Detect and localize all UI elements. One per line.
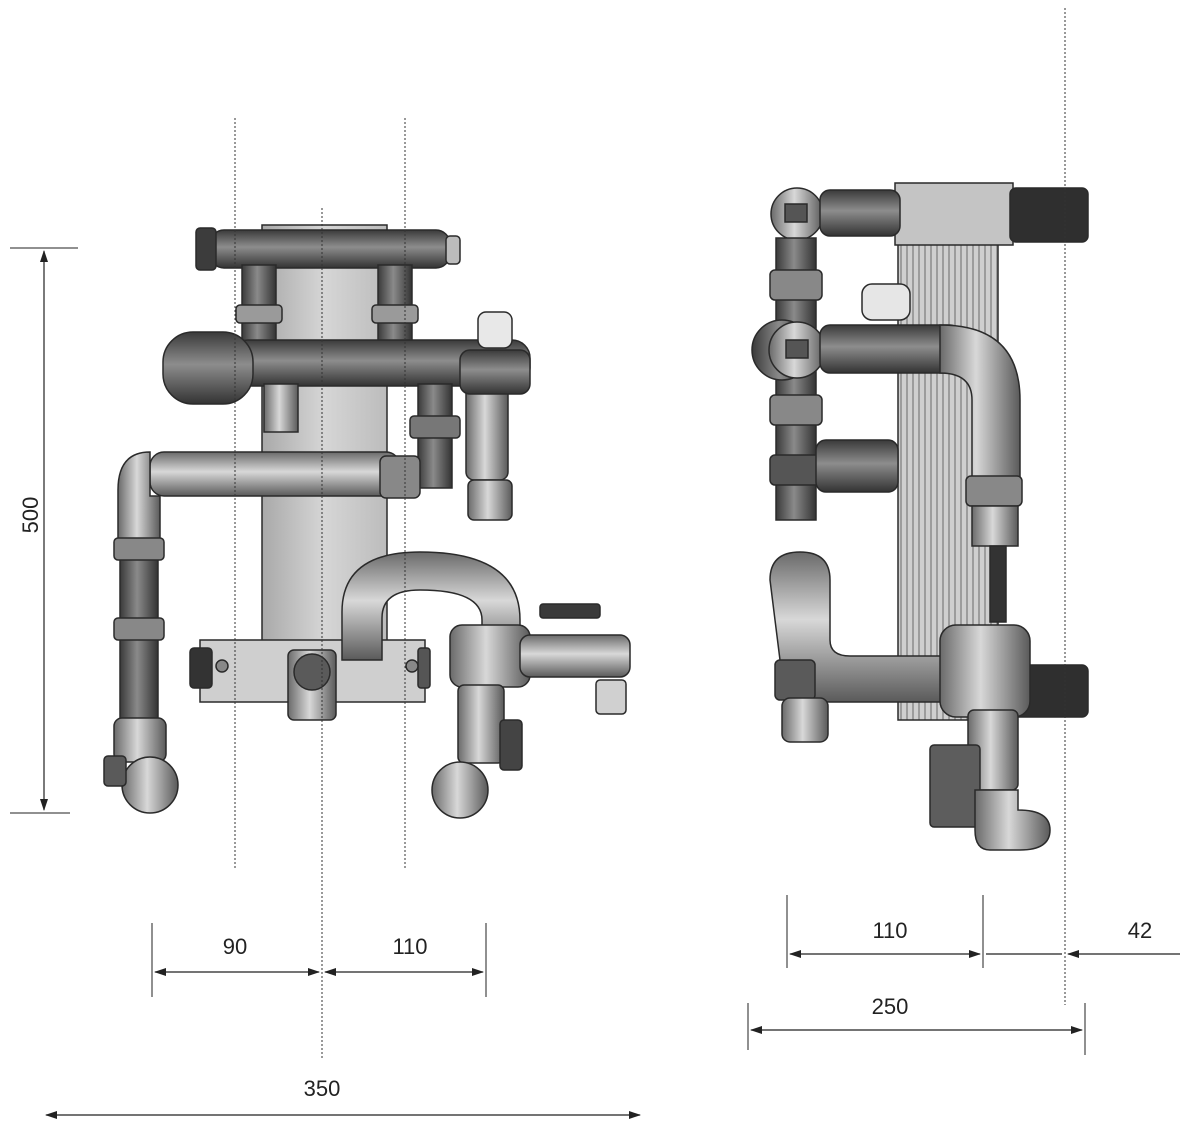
return-down-pipe xyxy=(971,505,1019,547)
ball-valve-left-elbow xyxy=(121,756,179,814)
thermostat-cap-side xyxy=(861,283,911,321)
drain-outlet xyxy=(595,679,627,715)
side-pipe-stub xyxy=(815,439,899,493)
front-view-assembly xyxy=(103,224,631,819)
thermostat-head xyxy=(477,311,513,349)
plate-stack-top-head xyxy=(894,182,1014,246)
return-elbow xyxy=(939,324,1021,481)
ball-valve-right-handle xyxy=(499,719,523,771)
riser-right-nut xyxy=(371,304,419,324)
top-manifold-cap-right xyxy=(445,235,461,265)
bracket-bolt-right xyxy=(405,659,419,673)
dim-label-side-total: 250 xyxy=(872,994,909,1019)
u-bend-pipe xyxy=(341,551,521,661)
stub-left xyxy=(263,383,299,433)
dim-label-side-inner: 110 xyxy=(872,918,907,943)
riser-left-nut xyxy=(235,304,283,324)
downpipe-right xyxy=(457,684,505,764)
ball-valve-right-elbow xyxy=(431,761,489,819)
left-column-nut-2 xyxy=(769,394,823,426)
lower-left-port xyxy=(781,697,829,743)
ball-valve-left-handle xyxy=(103,755,127,787)
dimension-height: 500 xyxy=(10,247,78,814)
drain-valve-handle xyxy=(539,603,601,619)
top-valve-stem xyxy=(784,203,808,223)
bottom-port-hex xyxy=(293,653,331,691)
return-elbow-nut xyxy=(965,475,1023,507)
pump-head xyxy=(162,331,254,405)
left-column-nut-1 xyxy=(769,269,823,301)
dim-label-overall-width: 350 xyxy=(304,1076,341,1101)
downpipe-left-nut-mid xyxy=(113,617,165,641)
actuator-box xyxy=(929,744,981,828)
mid-horizontal-pipe xyxy=(819,324,961,374)
top-manifold-cap-left xyxy=(195,227,217,271)
lower-left-stub xyxy=(774,659,816,701)
dimension-side-total: 250 xyxy=(747,994,1086,1055)
dimension-overall-width: 350 xyxy=(45,1076,641,1119)
thermostat-tail xyxy=(467,479,513,521)
dimension-side-inner: 110 xyxy=(786,895,984,968)
three-way-valve xyxy=(939,624,1031,718)
dimension-left-offset: 90 xyxy=(151,923,320,997)
thermostat-body xyxy=(465,379,509,481)
bottom-elbow xyxy=(974,789,1051,851)
bottom-bracket-pad-right xyxy=(417,647,431,689)
dim-label-height: 500 xyxy=(18,497,43,534)
right-fitting-block xyxy=(449,624,531,688)
supply-elbow xyxy=(117,451,161,541)
dimension-right-offset: 110 xyxy=(324,923,487,997)
manifold-right-fitting xyxy=(459,349,531,395)
return-connector xyxy=(989,545,1007,623)
supply-end-fitting xyxy=(379,455,421,499)
dimension-side-edge: 42 xyxy=(986,918,1180,958)
bracket-bolt-left xyxy=(215,659,229,673)
center-lines xyxy=(234,8,1066,1060)
dim-label-right-offset: 110 xyxy=(392,934,427,959)
side-view-assembly xyxy=(751,182,1089,851)
bottom-bracket-pad-left xyxy=(189,647,213,689)
left-column-nut-3 xyxy=(769,454,823,486)
horizontal-supply-pipe xyxy=(149,451,401,497)
top-manifold xyxy=(209,229,451,269)
top-mount-pad xyxy=(1009,187,1089,243)
dim-label-side-edge: 42 xyxy=(1128,918,1152,943)
dim-label-left-offset: 90 xyxy=(223,934,247,959)
top-valve-pipe xyxy=(819,189,901,237)
mid-valve-stem xyxy=(785,339,809,359)
downpipe-left-nut-top xyxy=(113,537,165,561)
drain-valve xyxy=(519,634,631,678)
stub-right-nut xyxy=(409,415,461,439)
